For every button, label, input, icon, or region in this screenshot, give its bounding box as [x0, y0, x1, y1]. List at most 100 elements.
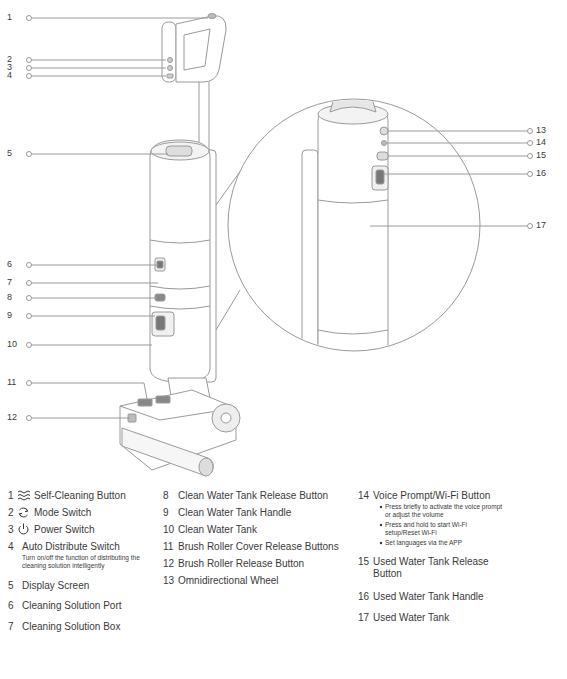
part-name: Brush Roller Cover Release Buttons: [178, 541, 339, 553]
callout-number: 13: [536, 125, 546, 136]
zoom-opening: [330, 98, 376, 112]
leader-dot: [27, 74, 32, 79]
brush-roller: [122, 428, 213, 476]
part-name: Clean Water Tank Release Button: [178, 490, 328, 502]
part-note: Press and hold to start Wi-Fi setup/Rese…: [385, 521, 503, 537]
leader-dot: [27, 416, 32, 421]
item-number: 17: [358, 612, 369, 624]
bullet-dot: [380, 524, 382, 526]
leader-line: [32, 154, 168, 155]
self-cleaning-button: [208, 14, 216, 19]
callout-number: 16: [536, 168, 546, 179]
callout-number: 4: [7, 70, 12, 81]
leader-line: [32, 283, 158, 284]
leader-line: [384, 174, 527, 175]
leader-lines: [27, 16, 533, 421]
tank-seam: [318, 200, 388, 203]
leader-line: [32, 76, 166, 77]
leader-line: [32, 316, 155, 317]
part-name: Power Switch: [34, 524, 95, 536]
wifi-button: [382, 141, 387, 146]
list-icons: [18, 491, 30, 534]
callout-number: 1: [7, 12, 12, 23]
leader-line: [32, 298, 157, 299]
tank-handle: [152, 312, 174, 336]
callout-number: 8: [7, 292, 12, 303]
wheel-hub: [221, 413, 231, 423]
part-name: Used Water Tank Handle: [373, 591, 484, 603]
body-seam: [150, 286, 210, 289]
body-top: [151, 142, 209, 160]
zoom-figure: [302, 98, 388, 380]
part-name: Used Water Tank Release Button: [373, 556, 501, 580]
item-number: 5: [8, 580, 14, 592]
callout-number: 11: [7, 377, 16, 388]
part-name: Clean Water Tank: [178, 524, 257, 536]
callout-number: 12: [7, 412, 17, 423]
magnifier-line: [216, 290, 240, 330]
item-number: 7: [8, 621, 14, 633]
callout-number: 15: [536, 150, 546, 161]
part-name: Used Water Tank: [373, 612, 449, 624]
leader-line: [32, 60, 166, 61]
item-number: 16: [358, 591, 369, 603]
main-body: [150, 140, 210, 382]
part-name: Display Screen: [22, 580, 89, 592]
bullet-dot: [380, 542, 382, 544]
zoom-pole: [302, 150, 318, 380]
callout-number: 7: [7, 277, 12, 288]
self-cleaning-icon: [18, 491, 30, 493]
tank-seam: [318, 330, 388, 334]
voice-button: [380, 127, 388, 135]
used-tank-release: [377, 152, 388, 160]
item-number: 4: [8, 541, 14, 553]
tank-handle-grip: [156, 316, 165, 330]
callout-number: 10: [7, 339, 17, 350]
leader-line: [32, 18, 208, 19]
part-name: Self-Cleaning Button: [34, 490, 126, 502]
leader-line: [32, 383, 144, 384]
part-name: Mode Switch: [34, 507, 91, 519]
leader-dot: [528, 154, 533, 159]
item-number: 9: [163, 507, 169, 519]
body-seam: [150, 306, 210, 309]
leader-dot: [27, 58, 32, 63]
leader-dot: [528, 129, 533, 134]
leader-dot: [27, 381, 32, 386]
power-switch: [168, 66, 173, 71]
bullet-dot: [380, 506, 382, 508]
mode-icon: [20, 514, 28, 517]
leader-dot: [27, 296, 32, 301]
part-name: Auto Distribute Switch: [22, 541, 120, 553]
leader-dot: [27, 152, 32, 157]
part-name: Clean Water Tank Handle: [178, 507, 291, 519]
leader-line: [144, 383, 147, 399]
cover-release-button: [138, 399, 152, 406]
part-note: Set languages via the APP: [385, 539, 535, 547]
leader-dot: [27, 66, 32, 71]
callout-number: 5: [7, 148, 12, 159]
leader-line: [387, 143, 527, 144]
item-number: 8: [163, 490, 169, 502]
handle-grip: [376, 170, 384, 184]
part-note: Turn on/off the function of distributing…: [22, 554, 154, 570]
part-name: Cleaning Solution Box: [22, 621, 120, 633]
leader-dot: [528, 141, 533, 146]
cover-release-button: [156, 396, 170, 403]
auto-distribute-switch: [167, 74, 173, 78]
display-screen: [166, 146, 192, 156]
vacuum-figure: [120, 14, 240, 477]
callout-number: 17: [536, 220, 546, 231]
power-icon: [23, 524, 24, 530]
item-number: 10: [163, 524, 174, 536]
handle-grip: [162, 22, 176, 82]
leader-line: [32, 265, 158, 266]
leader-dot: [27, 281, 32, 286]
callout-number: 14: [536, 137, 546, 148]
mode-icon: [20, 508, 28, 511]
item-number: 14: [358, 490, 369, 502]
leader-line: [32, 68, 166, 69]
leader-dot: [27, 263, 32, 268]
